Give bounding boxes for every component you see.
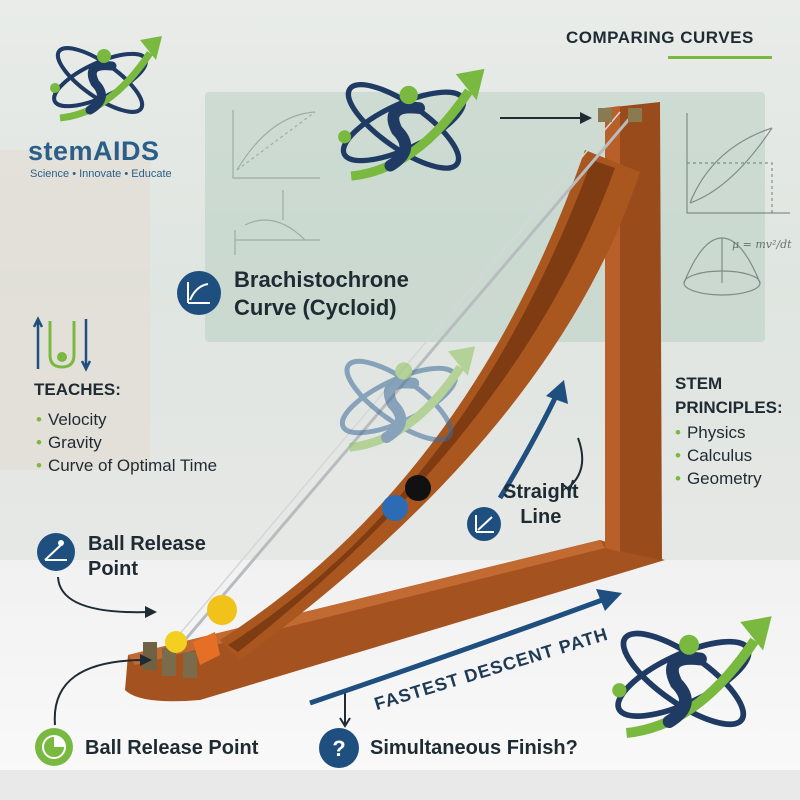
title-line-1: Brachistochrone	[234, 267, 409, 292]
straight-line-label: Straight Line	[503, 480, 579, 530]
list-item: • Geometry	[675, 467, 762, 490]
list-item: • Gravity	[36, 431, 217, 454]
bullet-icon: •	[36, 433, 42, 452]
ball-release-word-2: Point	[88, 558, 138, 580]
stem-item-calculus: Calculus	[686, 446, 753, 465]
bottom-pointer-arrow-icon	[53, 654, 152, 726]
simultaneous-finish-label: Simultaneous Finish?	[370, 737, 578, 759]
list-item: • Calculus	[675, 444, 762, 467]
straight-line-icon	[467, 507, 501, 541]
page-title: Brachistochrone Curve (Cycloid)	[234, 266, 409, 322]
question-pointer-icon	[339, 692, 351, 728]
list-item: • Curve of Optimal Time	[36, 454, 217, 477]
question-icon: ?	[319, 728, 359, 768]
brand-name: stemAIDS	[28, 136, 160, 166]
teaches-item-curve: Curve of Optimal Time	[47, 456, 218, 475]
up-down-arrows-icon	[32, 316, 92, 372]
comparing-curves-heading: COMPARING CURVES	[566, 28, 754, 47]
fastest-path-arrow-icon	[309, 589, 622, 706]
svg-text:μ = mv²/dt: μ = mv²/dt	[732, 238, 792, 251]
teaches-item-gravity: Gravity	[47, 433, 102, 452]
ball-release-bottom-label: Ball Release Point	[85, 737, 259, 759]
bullet-icon: •	[36, 456, 42, 475]
chalk-sketch-curves	[232, 110, 320, 255]
ball-release-label: Ball Release Point	[88, 532, 206, 582]
bullet-icon: •	[675, 469, 681, 488]
stem-principles-heading: STEM PRINCIPLES:	[675, 372, 783, 420]
teaches-list: • Velocity • Gravity • Curve of Optimal Tim…	[36, 408, 217, 477]
straight-line-word-1: Straight	[503, 481, 579, 503]
shelf-background	[0, 150, 150, 470]
teaches-item-velocity: Velocity	[47, 410, 107, 429]
bullet-icon: •	[36, 410, 42, 429]
list-item: • Physics	[675, 421, 762, 444]
center-logo-icon	[338, 68, 485, 181]
release-pointer-arrow-icon	[57, 576, 157, 618]
curve-graph-icon	[177, 271, 221, 315]
list-item: • Velocity	[36, 408, 217, 431]
straight-line-word-2: Line	[520, 506, 562, 528]
bullet-icon: •	[675, 446, 681, 465]
heading-underline	[668, 56, 772, 59]
chalkboard-background	[205, 92, 765, 342]
stem-item-physics: Physics	[686, 423, 746, 442]
stem-item-geometry: Geometry	[686, 469, 762, 488]
svg-text:?: ?	[332, 736, 345, 761]
faded-logo-icon	[339, 346, 476, 452]
ball-release-icon	[37, 533, 75, 571]
ball-release-word-1: Ball Release	[88, 533, 206, 555]
bottom-strip	[0, 770, 800, 800]
brand-tagline: Science • Innovate • Educate	[30, 168, 172, 180]
bottom-logo-icon	[612, 616, 772, 738]
pointer-arrow-icon	[500, 112, 592, 124]
teaches-heading: TEACHES:	[34, 380, 121, 399]
stem-heading-line-1: STEM	[675, 374, 723, 393]
bullet-icon: •	[675, 423, 681, 442]
pie-timer-icon	[35, 728, 73, 766]
stem-heading-line-2: PRINCIPLES:	[675, 398, 783, 417]
chalk-sketch-graph: μ = mv²/dt	[683, 113, 792, 296]
stem-principles-list: • Physics • Calculus • Geometry	[675, 421, 762, 490]
ascending-path-arrow-icon	[497, 380, 584, 500]
title-line-2: Curve (Cycloid)	[234, 295, 397, 320]
brand-logo-icon	[50, 36, 162, 122]
